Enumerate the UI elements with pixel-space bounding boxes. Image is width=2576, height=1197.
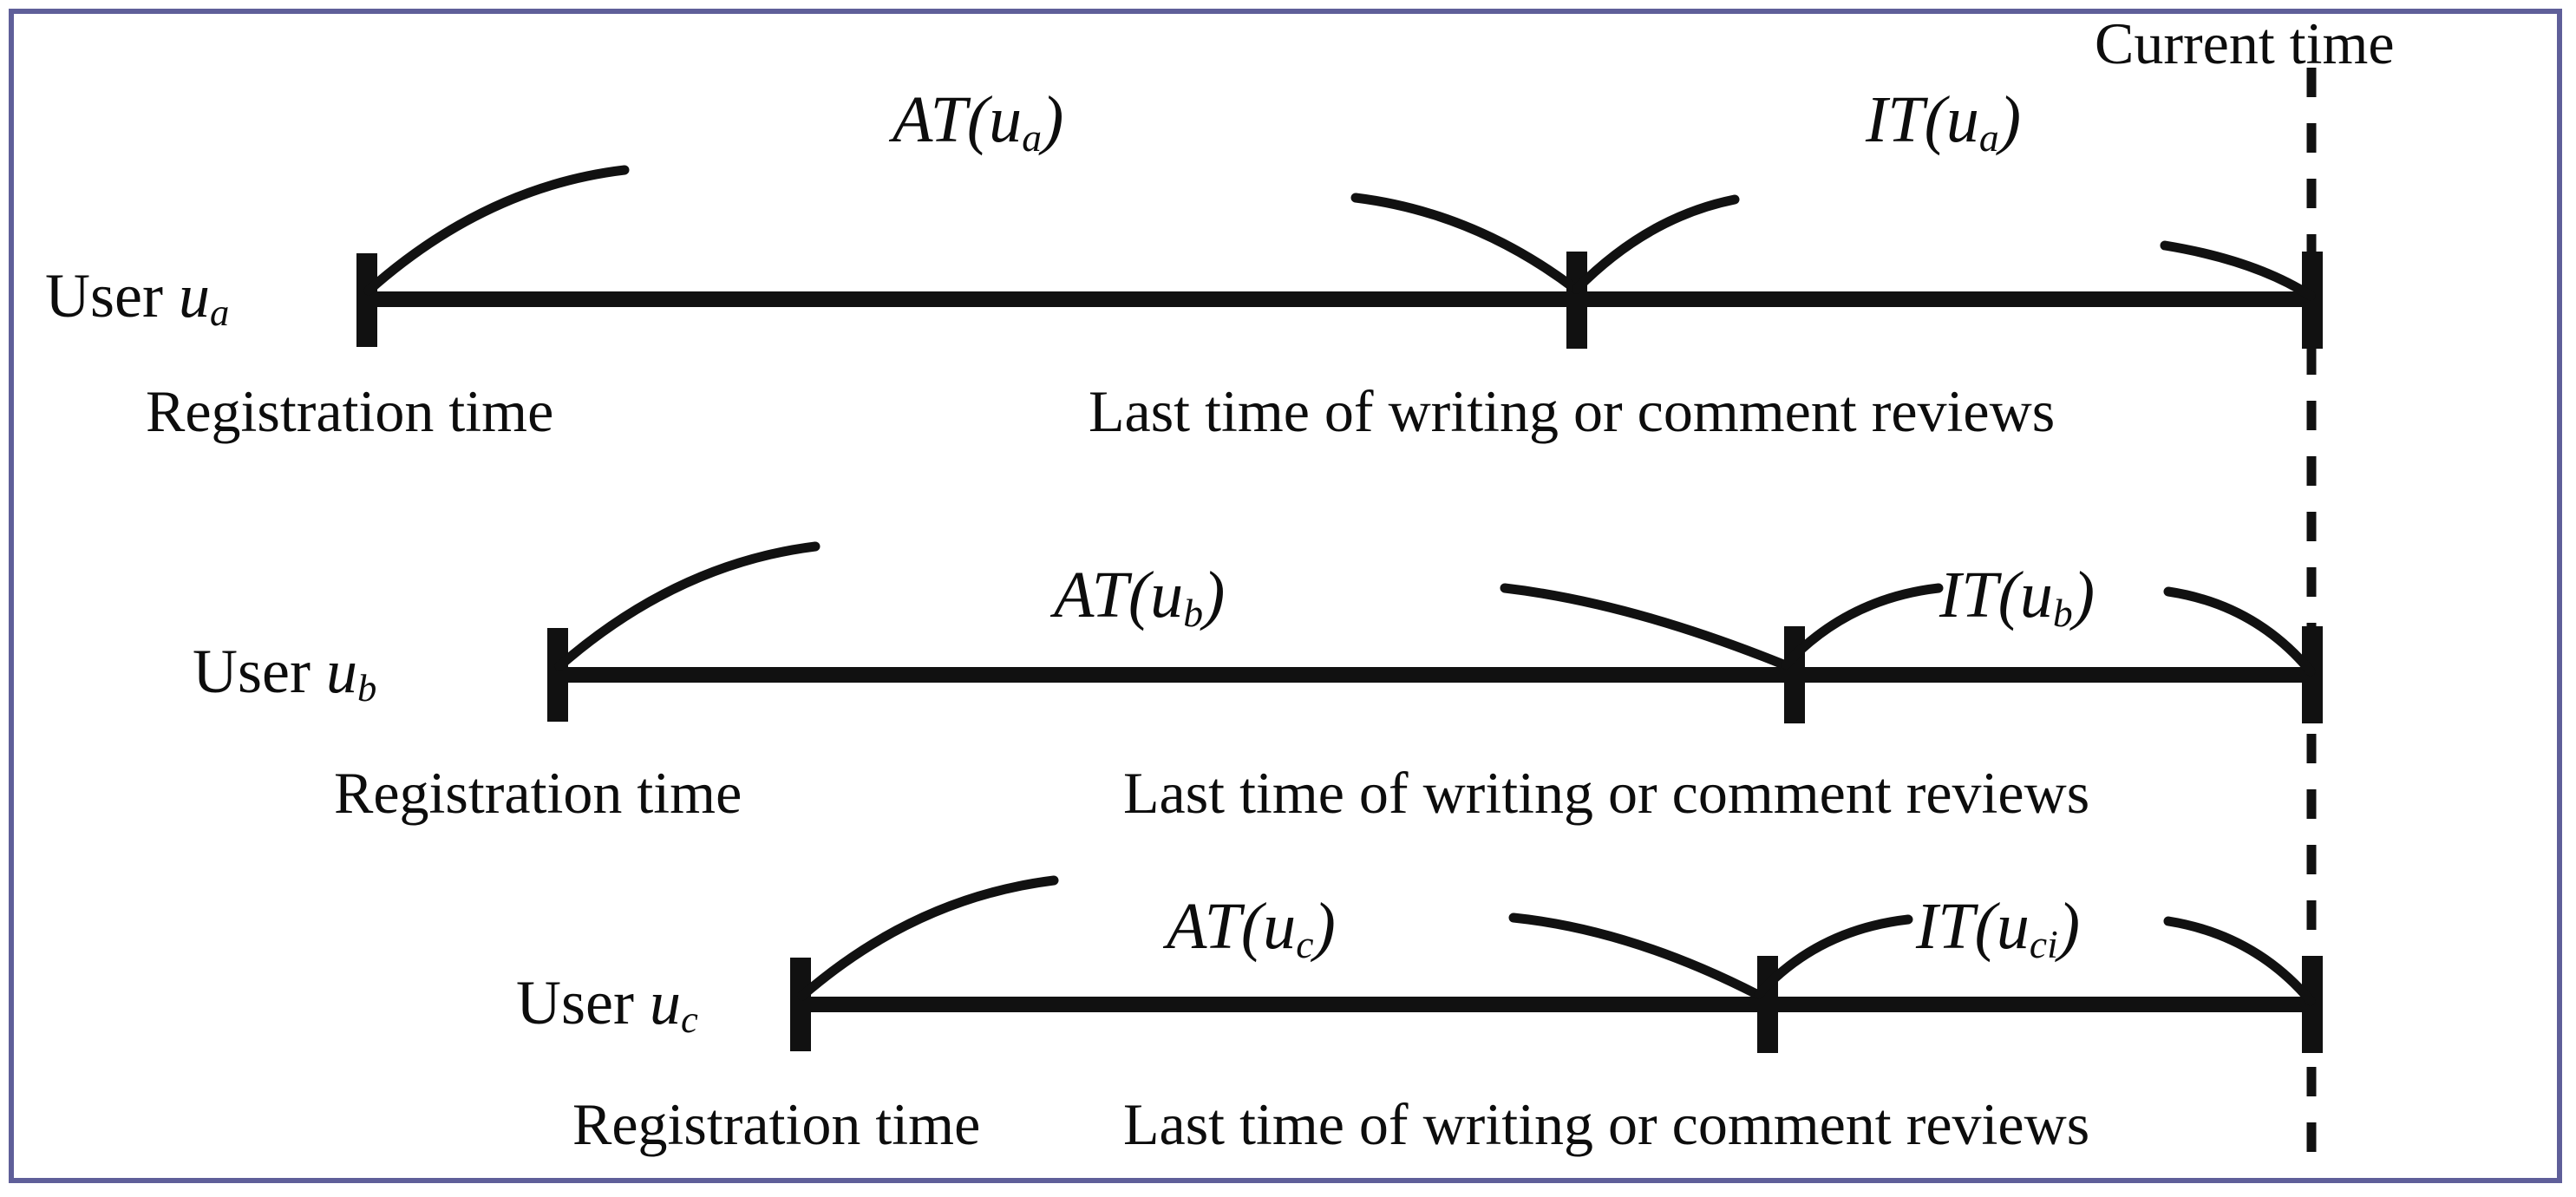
last-time-caption-b: Last time of writing or comment reviews <box>1123 760 2090 826</box>
at-arc-right-b <box>1500 583 1788 670</box>
figure-border <box>9 9 2562 1183</box>
user-label-c-symbol: u <box>649 968 681 1037</box>
timeline-row-user-c <box>790 875 2323 1053</box>
inactive-time-label-c-sub: ci <box>2029 921 2058 966</box>
inactive-time-label-a-main: IT(u <box>1866 83 1979 156</box>
it-arc-left-a <box>1572 194 1740 294</box>
inactive-time-label-b-sub: b <box>2052 590 2073 635</box>
last-time-caption-a: Last time of writing or comment reviews <box>1089 378 2056 444</box>
last-time-caption-c: Last time of writing or comment reviews <box>1123 1091 2090 1157</box>
registration-tick-b <box>547 628 568 722</box>
active-time-label-a: AT(ua) <box>892 87 1063 157</box>
active-time-label-c-main: AT(u <box>1167 890 1297 963</box>
at-arc-right-a <box>1350 193 1580 294</box>
last-activity-tick-b <box>1784 626 1805 723</box>
active-time-label-a-close: ) <box>1041 83 1064 156</box>
inactive-time-label-b: IT(ub) <box>1939 559 2095 632</box>
user-label-c: User uc <box>516 968 698 1038</box>
user-label-c-prefix: User <box>516 968 650 1037</box>
user-label-b-symbol: u <box>325 637 357 706</box>
at-arc-right-c <box>1508 912 1762 999</box>
inactive-time-label-a-sub: a <box>1978 114 1999 160</box>
user-label-a-subscript: a <box>209 290 230 334</box>
inactive-time-label-a: IT(ua) <box>1866 87 2021 157</box>
at-arc-left-a <box>363 165 630 296</box>
it-arc-left-b <box>1781 583 1944 670</box>
user-label-c-subscript: c <box>680 997 698 1041</box>
registration-tick-a <box>356 253 377 347</box>
inactive-time-label-b-close: ) <box>2072 559 2095 631</box>
user-label-b: User ub <box>193 637 376 707</box>
active-time-label-c-close: ) <box>1313 890 1336 963</box>
user-label-a: User ua <box>45 265 229 331</box>
active-time-label-b: AT(ub) <box>1054 559 1226 632</box>
user-label-b-prefix: User <box>193 637 326 706</box>
active-time-label-b-sub: b <box>1183 590 1203 635</box>
user-label-a-prefix: User <box>45 261 179 330</box>
last-activity-tick-a <box>1566 252 1587 349</box>
inactive-time-label-c: IT(uci) <box>1916 893 2080 964</box>
current-time-label: Current time <box>2095 10 2395 76</box>
active-time-label-c: AT(uc) <box>1167 893 1336 964</box>
inactive-time-label-b-main: IT(u <box>1939 559 2053 631</box>
at-arc-left-c <box>797 875 1059 1001</box>
inactive-time-label-c-close: ) <box>2057 890 2081 963</box>
registration-caption-a: Registration time <box>146 378 554 444</box>
registration-caption-c: Registration time <box>572 1091 981 1157</box>
active-time-label-a-main: AT(u <box>892 83 1023 156</box>
user-label-a-symbol: u <box>178 261 210 330</box>
active-time-label-b-main: AT(u <box>1054 559 1184 631</box>
inactive-time-label-c-main: IT(u <box>1916 890 2030 963</box>
timeline-row-user-a <box>356 165 2323 349</box>
at-arc-left-b <box>554 541 821 671</box>
active-time-label-b-close: ) <box>1202 559 1226 631</box>
it-arc-right-c <box>2163 916 2316 1006</box>
active-time-label-a-sub: a <box>1022 114 1042 160</box>
it-arc-left-c <box>1754 914 1913 999</box>
active-time-label-c-sub: c <box>1296 921 1314 966</box>
registration-tick-c <box>790 958 811 1051</box>
inactive-time-label-a-close: ) <box>1998 83 2021 156</box>
it-arc-right-b <box>2163 586 2316 677</box>
last-activity-tick-c <box>1757 956 1778 1053</box>
user-label-b-subscript: b <box>356 665 377 710</box>
it-arc-right-a <box>2160 240 2316 301</box>
registration-caption-b: Registration time <box>334 760 742 826</box>
timeline-row-user-b <box>547 541 2323 723</box>
